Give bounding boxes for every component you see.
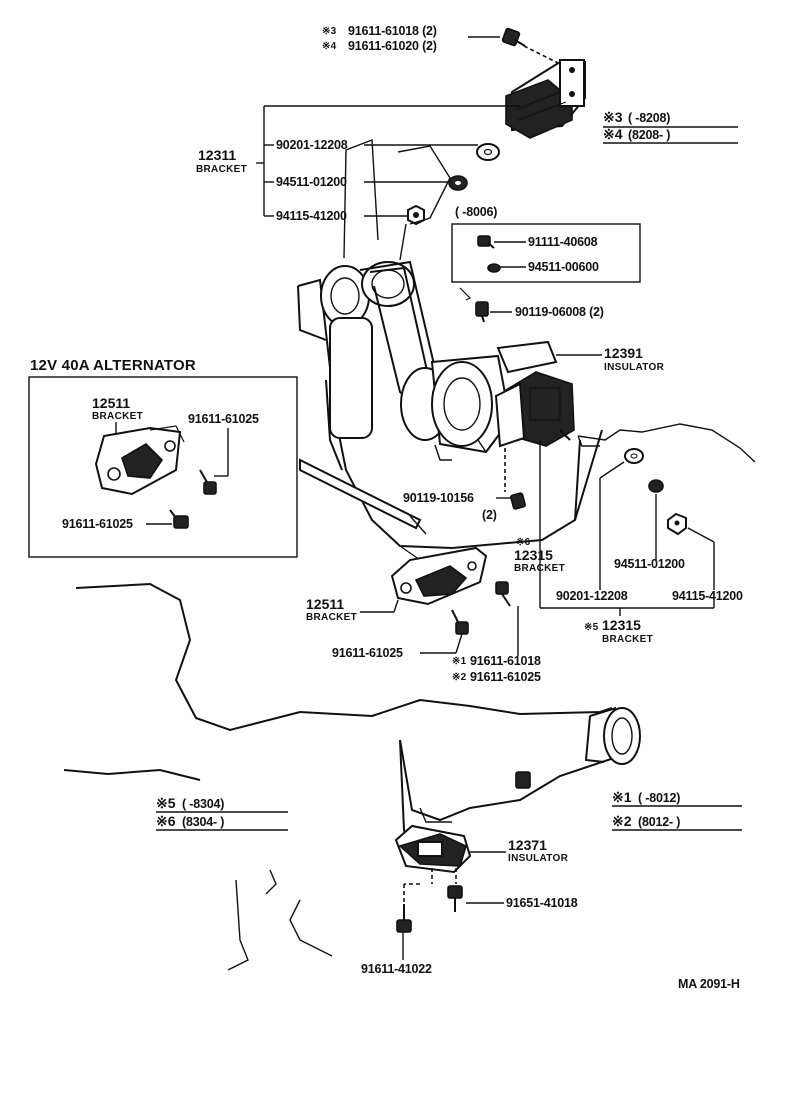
alternator-bracket-number: 12511	[92, 395, 130, 411]
bracket-12311-part-2: 94511-01200	[276, 175, 347, 189]
rear-insulator-icon	[394, 824, 472, 874]
right-bracket-number: 12315	[602, 617, 641, 633]
insulator-12391-label: INSULATOR	[604, 362, 665, 373]
alternator-box-title: 12V 40A ALTERNATOR	[30, 357, 196, 374]
alternator-bolt-b: 91611-61025	[62, 517, 133, 531]
right-spring-washer-pn: 94511-01200	[614, 557, 685, 571]
engine-mount-insulator-icon	[494, 340, 602, 448]
alternator-box: 12V 40A ALTERNATOR 12511 BRACKET 91611-6…	[28, 357, 298, 558]
insulator-12391-number: 12391	[604, 345, 643, 361]
note-4-mark: ※4	[603, 126, 623, 142]
crank-pulley-icon	[320, 261, 415, 439]
alternator-bolt-b-icon	[169, 509, 189, 529]
bolt-90119-06008: 90119-06008 (2)	[459, 287, 604, 323]
rear-insulator-number: 12371	[508, 837, 547, 853]
right-washer-pn: 90201-12208	[556, 589, 628, 603]
upper-engine-mount-icon	[505, 59, 586, 139]
bracket-12311-part-3: 94115-41200	[276, 209, 347, 223]
note-1-range: ( -8012)	[638, 791, 680, 805]
lower-bracket-number: 12511	[306, 596, 344, 612]
box-8006-range: ( -8006)	[455, 205, 497, 219]
lower-bolt1-mark: ※1	[452, 656, 467, 667]
alternator-bracket-icon	[94, 425, 185, 496]
lower-bolt2-pn: 91611-61025	[470, 670, 541, 684]
bolt-90119-10156-qty: (2)	[482, 508, 497, 522]
top-bolt-pn-1: 91611-61018 (2)	[348, 24, 437, 38]
note-1-mark: ※1	[612, 789, 632, 805]
bolt-90119-10156: 90119-10156 (2)	[403, 448, 526, 522]
top-bolt-labels: ※3 91611-61018 (2) ※4 91611-61020 (2)	[322, 24, 500, 53]
note-6-range: (8304- )	[182, 815, 224, 829]
bracket-12311-number: 12311	[198, 147, 236, 163]
bolt-90119-10156-pn: 90119-10156	[403, 491, 474, 505]
rear-mount-labels: 12371 INSULATOR 91651-41018 91611-41022	[361, 837, 578, 976]
washer-icon	[476, 143, 500, 161]
lower-bolt2-mark: ※2	[452, 672, 467, 683]
top-bolt-pn-2: 91611-61020 (2)	[348, 39, 437, 53]
note-6-mark: ※6	[156, 813, 176, 829]
note-3-mark: ※3	[603, 109, 623, 125]
rear-bolt-right: 91651-41018	[506, 896, 578, 910]
lower-bracket-label: BRACKET	[306, 612, 357, 623]
note-2-range: (8012- )	[638, 815, 680, 829]
lower-bracket-labels: 12511 BRACKET 91611-61025 ※1 91611-61018…	[306, 596, 541, 684]
rear-insulator-label: INSULATOR	[508, 853, 569, 864]
lower-bracket-icon	[390, 546, 488, 606]
notes-left: ※5 ( -8304) ※6 (8304- )	[156, 795, 288, 831]
lower-bolt-icons	[451, 581, 511, 635]
box-8006-part-2: 94511-00600	[528, 260, 599, 274]
diagram-code: MA 2091-H	[678, 977, 740, 991]
lower-bracket-bolt: 91611-61025	[332, 646, 403, 660]
note-4-range: (8208- )	[628, 128, 670, 142]
alternator-body-icon	[400, 354, 512, 461]
nut-icon	[407, 204, 425, 226]
notes-right: ※1 ( -8012) ※2 (8012- )	[612, 789, 742, 831]
frame-line	[577, 423, 756, 463]
alternator-bracket-label: BRACKET	[92, 411, 143, 422]
bracket-12315-left-number: 12315	[514, 547, 553, 563]
transmission-outline	[63, 582, 641, 971]
spring-washer-icon	[448, 175, 468, 191]
long-rod	[299, 458, 427, 535]
right-parts: 90201-12208 94511-01200 94115-41200 ※5 1…	[539, 448, 743, 645]
bracket-12315-left-mark: ※6	[516, 537, 531, 548]
top-notes: ※3 ( -8208) ※4 (8208- )	[603, 109, 738, 144]
right-bracket-label: BRACKET	[602, 634, 653, 645]
note-3-range: ( -8208)	[628, 111, 670, 125]
bracket-12311-part-1: 90201-12208	[276, 138, 348, 152]
top-bolt-mark-3: ※3	[322, 26, 337, 37]
rear-bolt-icons	[396, 868, 463, 933]
note-2-mark: ※2	[612, 813, 632, 829]
top-bolt-icon	[501, 27, 526, 47]
top-bolt-mark-4: ※4	[322, 41, 337, 52]
bolt-90119-06008-label: 90119-06008 (2)	[515, 305, 604, 319]
alternator-bolt-a: 91611-61025	[188, 412, 259, 426]
note-5-range: ( -8304)	[182, 797, 224, 811]
box-8006-part-1: 91111-40608	[528, 235, 598, 249]
bracket-12311-group: 12311 BRACKET 90201-12208 94511-01200 94…	[196, 105, 520, 223]
bracket-12311-label: BRACKET	[196, 164, 247, 175]
lower-bolt1-pn: 91611-61018	[470, 654, 541, 668]
rear-bolt-bottom: 91611-41022	[361, 962, 432, 976]
right-nut-pn: 94115-41200	[672, 589, 743, 603]
alternator-bolt-a-icon	[199, 469, 217, 495]
box-8006: ( -8006) 91111-40608 94511-00600	[451, 205, 641, 283]
note-5-mark: ※5	[156, 795, 176, 811]
right-bracket-mark: ※5	[584, 622, 599, 633]
